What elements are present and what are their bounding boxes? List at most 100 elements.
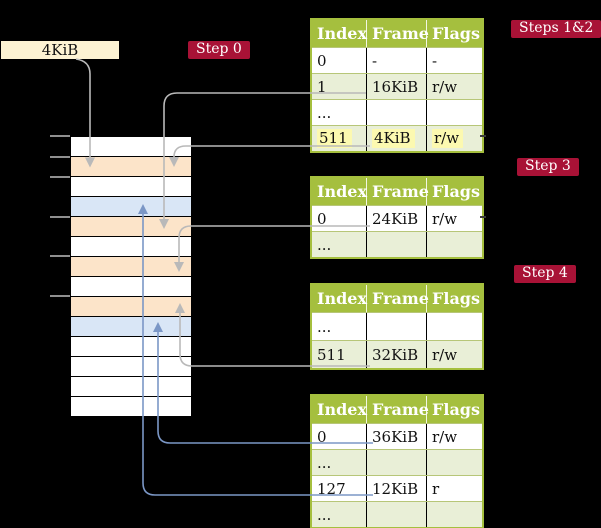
cell-index: ... <box>312 313 367 340</box>
memory-tick <box>50 135 70 137</box>
physical-memory-column <box>70 136 192 417</box>
cell-value: ... <box>317 317 332 336</box>
cell-value: - <box>432 51 438 70</box>
table-row: 0 - - <box>312 47 482 73</box>
table-row: 0 36KiB r/w <box>312 423 482 449</box>
cell-flags: r/w <box>427 206 482 231</box>
cell-value: ... <box>317 505 332 524</box>
column-header-index: Index <box>312 20 367 47</box>
table-row: ... <box>312 312 482 340</box>
column-header-flags: Flags <box>432 24 480 43</box>
column-header-flags: Flags <box>432 182 480 201</box>
table-row: ... <box>312 231 482 257</box>
cell-index: ... <box>312 100 367 125</box>
cell-value: 1 <box>317 77 327 96</box>
cell-value: ... <box>317 453 332 472</box>
cell-flags <box>427 232 482 257</box>
cell-frame <box>367 313 427 340</box>
cell-frame: 4KiB <box>367 126 427 151</box>
cell-index: 1 <box>312 74 367 99</box>
memory-row-12-white <box>71 357 191 376</box>
cell-frame: 32KiB <box>367 341 427 368</box>
memory-row-4-blue <box>71 197 191 216</box>
cell-frame: 12KiB <box>367 476 427 501</box>
memory-tick <box>50 255 70 257</box>
cell-frame <box>367 100 427 125</box>
column-header-frame: Frame <box>367 285 429 312</box>
memory-row-1-white <box>71 137 191 156</box>
cell-frame: 36KiB <box>367 424 427 449</box>
cell-frame: 24KiB <box>367 206 427 231</box>
column-header-flags: Flags <box>432 289 480 308</box>
column-header-index: Index <box>312 178 367 205</box>
memory-row-2-peach <box>71 157 191 176</box>
memory-row-7-peach <box>71 257 191 276</box>
memory-tick <box>50 176 70 178</box>
memory-row-5-peach <box>71 217 191 236</box>
cell-index: 127 <box>312 476 367 501</box>
column-header-flags: Flags <box>432 400 480 419</box>
table-row: 511 4KiB r/w <box>312 125 482 151</box>
cell-flags <box>427 502 482 527</box>
cell-flags <box>427 450 482 475</box>
memory-row-11-white <box>71 337 191 356</box>
cell-flags: r/w <box>427 424 482 449</box>
label-step-3: Step 3 <box>517 158 579 176</box>
memory-row-14-white <box>71 397 191 416</box>
cell-value: 0 <box>317 209 327 228</box>
cell-index: 511 <box>312 126 367 151</box>
column-header-index: Index <box>312 285 367 312</box>
cell-value: r/w <box>432 345 458 364</box>
pointer-box-4kib: 4KiB <box>1 41 119 59</box>
cell-flags: r/w <box>427 341 482 368</box>
cell-flags <box>427 100 482 125</box>
cell-value: r/w <box>432 427 458 446</box>
memory-tick <box>50 295 70 297</box>
column-header-frame: Frame <box>367 20 429 47</box>
cell-value: 0 <box>317 51 327 70</box>
cell-value: 32KiB <box>372 345 419 364</box>
cell-flags: r/w <box>427 126 482 151</box>
cell-value: r <box>432 479 440 498</box>
cell-index: 0 <box>312 206 367 231</box>
memory-tick <box>50 156 70 158</box>
memory-row-13-white <box>71 377 191 396</box>
highlighted-value: 4KiB <box>372 129 415 148</box>
cell-index: ... <box>312 232 367 257</box>
cell-value: ... <box>317 103 332 122</box>
cell-frame: 16KiB <box>367 74 427 99</box>
label-step-4: Step 4 <box>514 265 576 283</box>
memory-row-3-white <box>71 177 191 196</box>
cell-frame <box>367 232 427 257</box>
cell-flags <box>427 313 482 340</box>
cell-value: 511 <box>317 345 346 364</box>
memory-row-9-peach <box>71 297 191 316</box>
table-row: ... <box>312 501 482 527</box>
table-row: 511 32KiB r/w <box>312 340 482 368</box>
cell-index: 0 <box>312 48 367 73</box>
cell-value: - <box>372 51 378 70</box>
memory-row-10-blue <box>71 317 191 336</box>
table-row: ... <box>312 449 482 475</box>
cell-value: 127 <box>317 479 346 498</box>
cell-index: 511 <box>312 341 367 368</box>
memory-row-8-white <box>71 277 191 296</box>
column-header-frame: Frame <box>367 178 429 205</box>
table-row: 0 24KiB r/w <box>312 205 482 231</box>
cell-flags: r/w <box>427 74 482 99</box>
cell-index: ... <box>312 502 367 527</box>
cell-value: 24KiB <box>372 209 419 228</box>
cell-value: 0 <box>317 427 327 446</box>
cell-value: r/w <box>432 209 458 228</box>
label-steps-1-2: Steps 1&2 <box>511 20 601 38</box>
highlighted-value: r/w <box>432 129 464 148</box>
label-step-0: Step 0 <box>188 41 250 59</box>
